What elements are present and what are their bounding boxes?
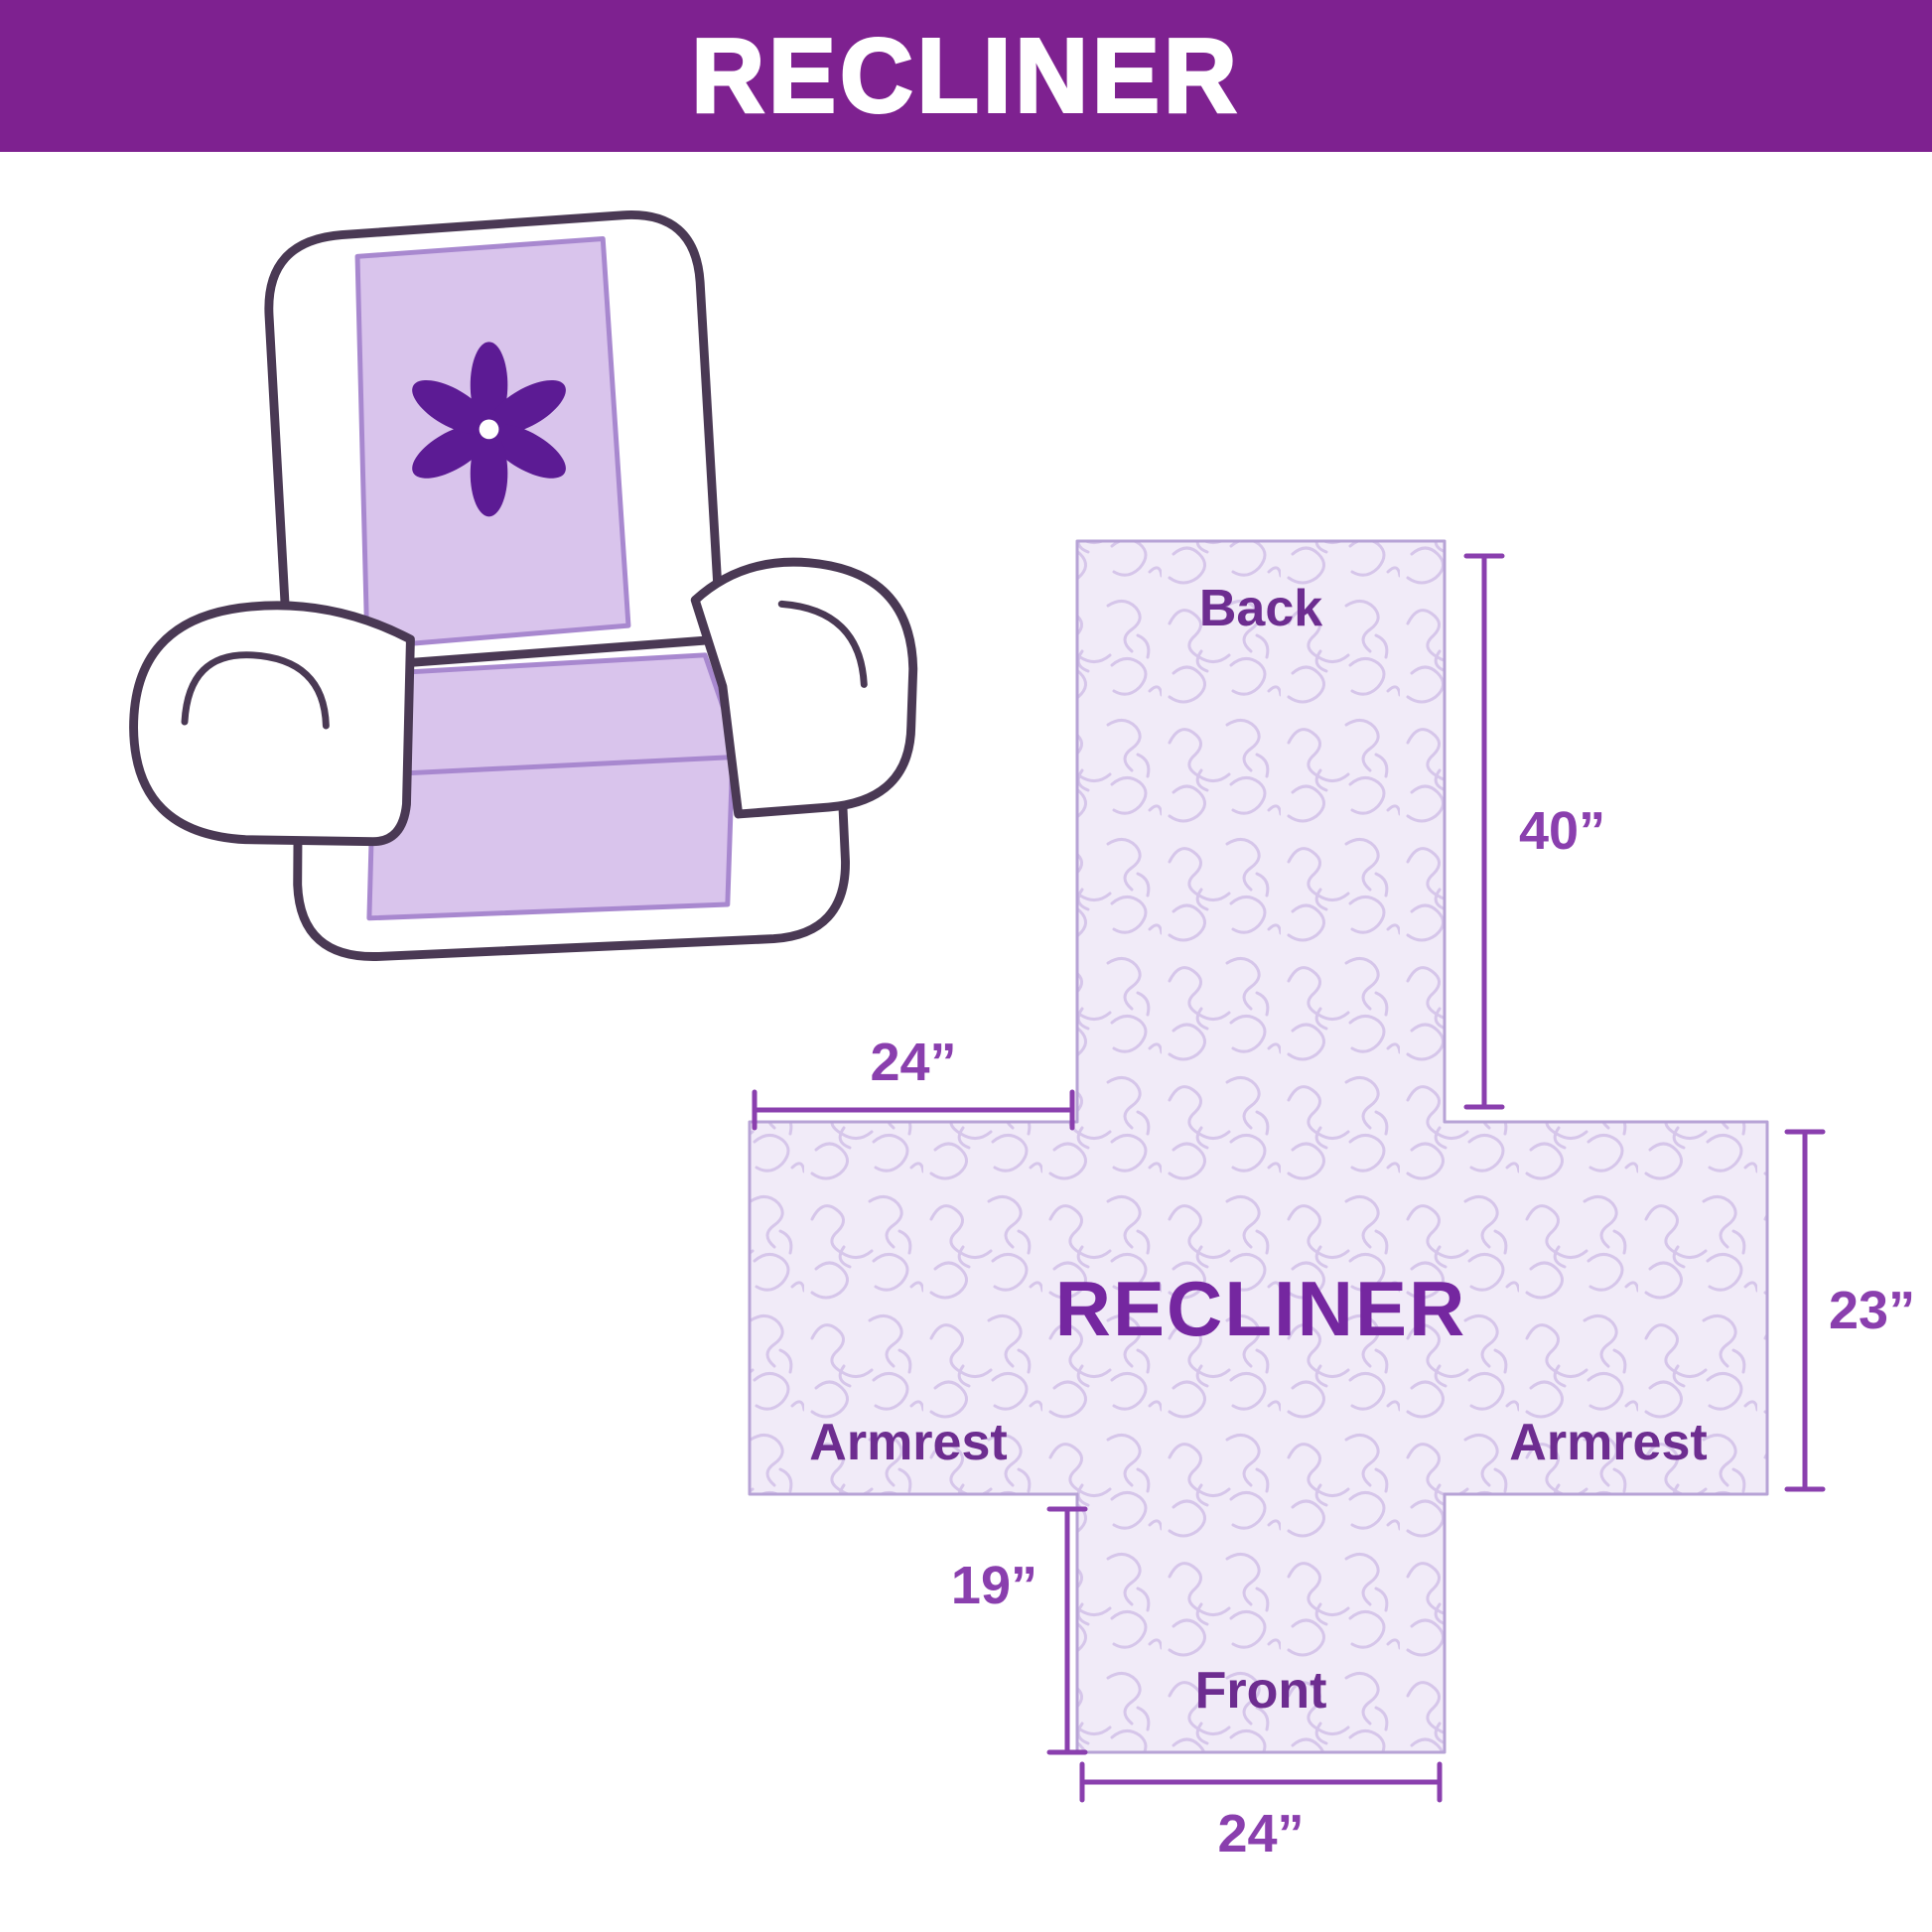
cutting-pattern-diagram: Back RECLINER Armrest Armrest Front 40” … bbox=[685, 477, 1932, 1886]
cover-front-drape bbox=[366, 755, 736, 921]
recliner-center-label: RECLINER bbox=[1055, 1265, 1467, 1352]
cross-shape bbox=[748, 539, 1769, 1754]
front-label: Front bbox=[1195, 1662, 1327, 1720]
dim-front-drop-line bbox=[1046, 1506, 1088, 1755]
dim-front-drop-label: 19” bbox=[951, 1556, 1037, 1615]
chair-left-arm bbox=[129, 601, 415, 847]
pinwheel-icon bbox=[412, 342, 566, 517]
dim-armrest-width-label: 24” bbox=[870, 1033, 956, 1092]
dim-front-width-label: 24” bbox=[1217, 1804, 1304, 1863]
chair-left-arm-roll-line bbox=[181, 651, 330, 730]
recliner-illustration bbox=[94, 174, 978, 1013]
dim-back-height-line bbox=[1463, 553, 1505, 1110]
header-banner: RECLINER bbox=[0, 0, 1932, 152]
dim-side-height-line bbox=[1784, 1129, 1826, 1492]
dim-side-height-label: 23” bbox=[1829, 1281, 1915, 1340]
armrest-left-label: Armrest bbox=[809, 1414, 1007, 1471]
dim-front-width-line bbox=[1079, 1761, 1443, 1803]
chair-right-arm bbox=[690, 557, 918, 819]
page-title: RECLINER bbox=[690, 15, 1241, 136]
dim-back-height-label: 40” bbox=[1519, 801, 1605, 861]
back-label: Back bbox=[1199, 580, 1322, 637]
armrest-right-label: Armrest bbox=[1509, 1414, 1707, 1471]
recliner-chair-drawing bbox=[129, 210, 918, 961]
pattern-svg: Back RECLINER Armrest Armrest Front 40” … bbox=[748, 539, 1915, 1863]
dim-armrest-width-line bbox=[752, 1089, 1075, 1131]
chair-right-arm-roll-line bbox=[777, 600, 868, 688]
